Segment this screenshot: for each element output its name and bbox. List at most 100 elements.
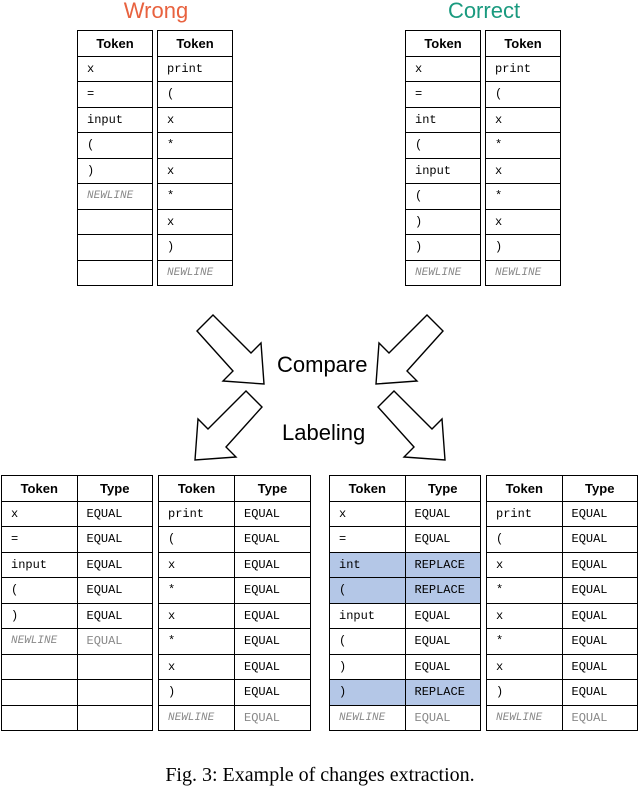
table-row: ( (157, 81, 233, 108)
token-cell: NEWLINE (77, 183, 153, 210)
type-cell: EQUAL (561, 628, 638, 655)
type-header: Type (76, 475, 153, 502)
type-cell: EQUAL (561, 704, 638, 731)
token-cell: * (486, 628, 563, 655)
type-cell: EQUAL (404, 526, 481, 553)
token-cell: ) (329, 679, 406, 706)
type-cell: EQUAL (234, 577, 311, 604)
token-cell: NEWLINE (1, 628, 78, 655)
type-cell: EQUAL (561, 526, 638, 553)
table-row: * (485, 183, 561, 210)
token-cell: print (486, 500, 563, 527)
token-cell: NEWLINE (485, 259, 561, 286)
table-row: int (405, 106, 481, 133)
compare-arrow-right (375, 314, 444, 385)
type-cell: EQUAL (404, 653, 481, 680)
table-row: *EQUAL (158, 628, 311, 655)
type-cell: EQUAL (76, 526, 153, 553)
token-cell: print (158, 500, 235, 527)
type-cell: EQUAL (76, 577, 153, 604)
token-cell: ( (157, 81, 233, 108)
table-row: (EQUAL (1, 577, 153, 604)
table-row: NEWLINE (157, 259, 233, 286)
token-cell: x (157, 208, 233, 235)
token-header: Token (158, 475, 235, 502)
token-cell: x (485, 208, 561, 235)
header-row: Token (77, 30, 153, 57)
token-cell: x (485, 157, 561, 184)
type-cell (76, 704, 153, 731)
table-row: input (405, 157, 481, 184)
table-row: )EQUAL (329, 653, 481, 680)
table-row: =EQUAL (329, 526, 481, 553)
token-cell: ( (329, 577, 406, 604)
token-cell: int (329, 551, 406, 578)
type-cell: EQUAL (76, 500, 153, 527)
table-row: (EQUAL (329, 628, 481, 655)
table-row: input (77, 106, 153, 133)
compare-label: Compare (277, 352, 368, 377)
token-cell: = (1, 526, 78, 553)
token-header: Token (77, 30, 153, 57)
token-cell: x (1, 500, 78, 527)
type-cell: EQUAL (234, 704, 311, 731)
type-cell: EQUAL (561, 500, 638, 527)
table-row: x (157, 208, 233, 235)
token-cell: NEWLINE (158, 704, 235, 731)
type-cell: EQUAL (561, 577, 638, 604)
type-cell: EQUAL (76, 602, 153, 629)
token-cell: x (486, 602, 563, 629)
table-row (1, 679, 153, 706)
type-cell: EQUAL (404, 704, 481, 731)
token-cell: NEWLINE (329, 704, 406, 731)
table-row: )EQUAL (158, 679, 311, 706)
type-cell: EQUAL (234, 679, 311, 706)
table-row: x (485, 157, 561, 184)
type-cell: EQUAL (561, 679, 638, 706)
table-row: ( (405, 183, 481, 210)
wrong-title: Wrong (123, 0, 189, 23)
type-cell: EQUAL (404, 500, 481, 527)
type-cell: REPLACE (404, 577, 481, 604)
token-cell: x (405, 55, 481, 82)
table-row: (EQUAL (486, 526, 638, 553)
type-cell: EQUAL (234, 628, 311, 655)
table-row: (REPLACE (329, 577, 481, 604)
token-cell: x (486, 653, 563, 680)
type-cell: EQUAL (404, 628, 481, 655)
token-cell: ( (77, 132, 153, 159)
type-cell: EQUAL (234, 526, 311, 553)
table-row: )REPLACE (329, 679, 481, 706)
token-cell: ( (329, 628, 406, 655)
token-cell: x (329, 500, 406, 527)
table-row (1, 653, 153, 680)
type-cell: EQUAL (234, 500, 311, 527)
token-cell: x (158, 602, 235, 629)
token-cell: x (486, 551, 563, 578)
token-header: Token (1, 475, 78, 502)
token-cell: NEWLINE (405, 259, 481, 286)
type-cell: EQUAL (76, 628, 153, 655)
table-row: x (157, 157, 233, 184)
type-cell: EQUAL (404, 602, 481, 629)
token-cell: ( (486, 526, 563, 553)
token-header: Token (329, 475, 406, 502)
